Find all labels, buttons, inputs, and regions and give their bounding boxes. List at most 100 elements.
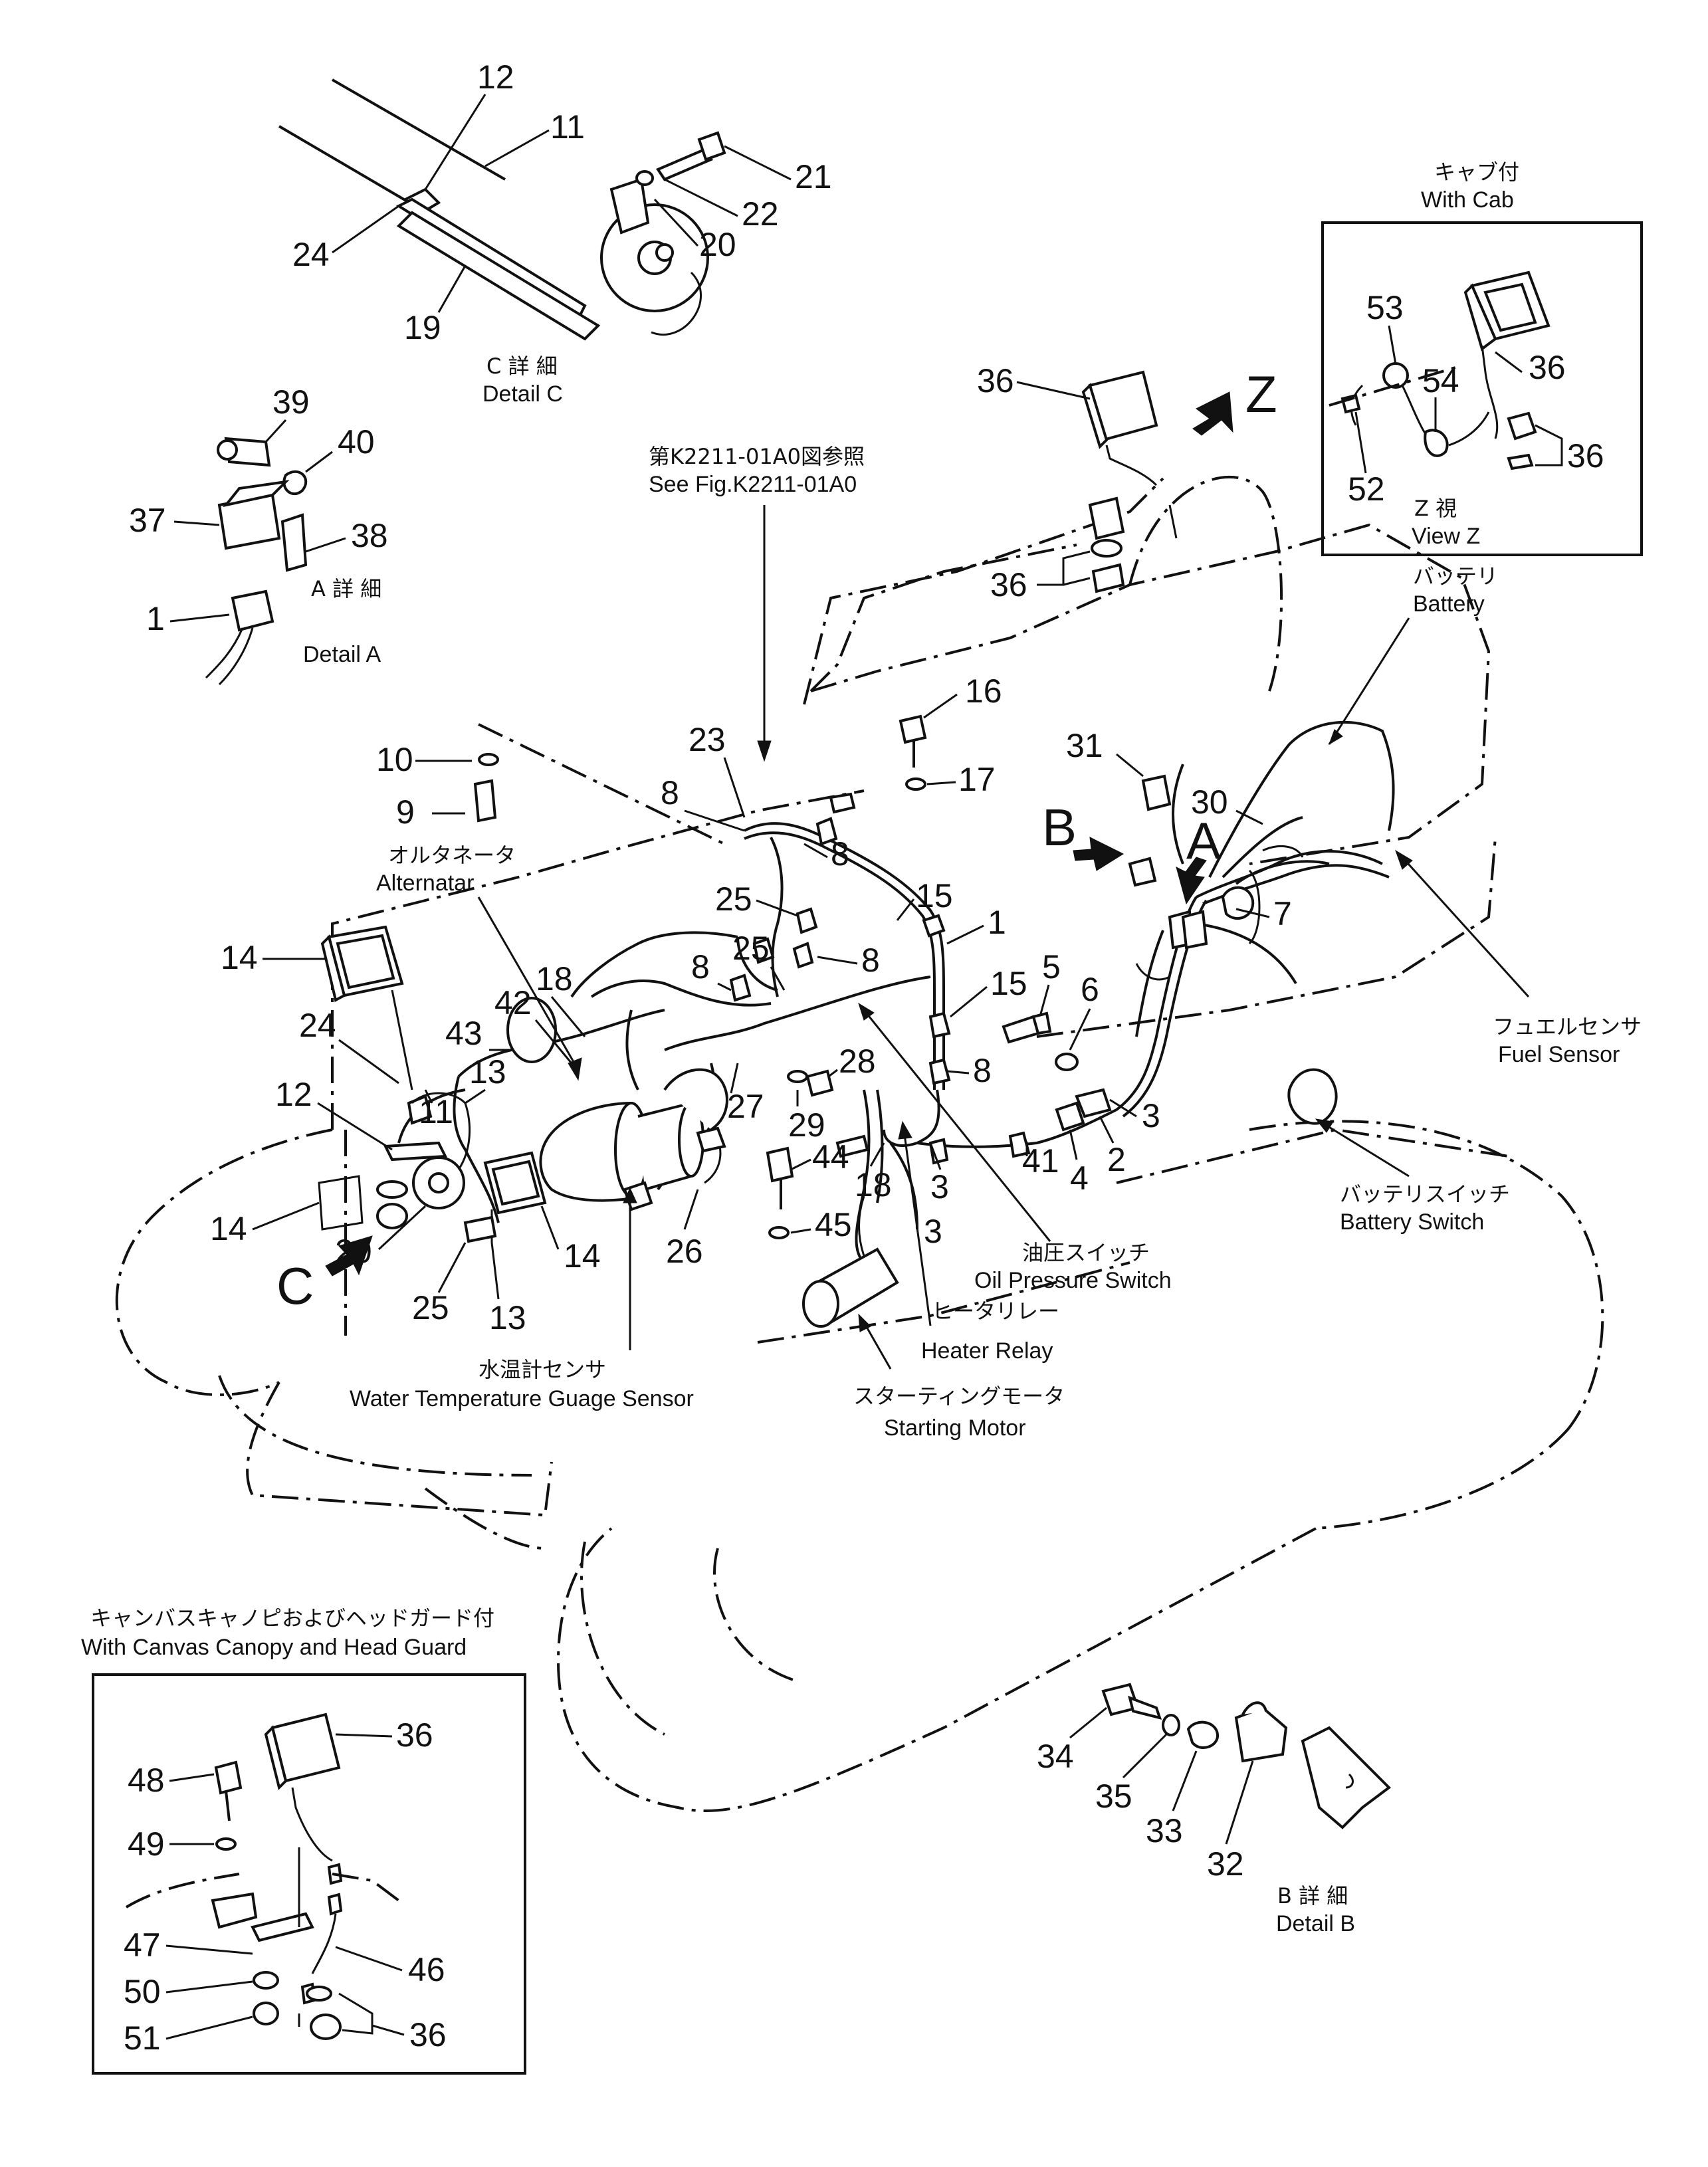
view-z-panel: キャブ付 With Cab bbox=[1321, 159, 1643, 556]
callout-29: 29 bbox=[788, 1106, 825, 1144]
callout-18-a: 18 bbox=[536, 960, 573, 997]
callout-47: 47 bbox=[124, 1926, 161, 1964]
callout-28: 28 bbox=[839, 1043, 876, 1080]
callout-9: 9 bbox=[396, 793, 415, 831]
callout-3-a: 3 bbox=[930, 1168, 949, 1205]
callout-14-a: 14 bbox=[221, 939, 258, 976]
callout-36-canopy-nut: 36 bbox=[409, 2016, 447, 2053]
callout-44: 44 bbox=[812, 1138, 849, 1176]
canopy-title-jp: キャンバスキャノピおよびヘッドガード付 bbox=[90, 1605, 494, 1631]
callout-8-e: 8 bbox=[973, 1052, 992, 1089]
battery-switch-part bbox=[1135, 869, 1261, 981]
detail-b-title-en: Detail B bbox=[1276, 1911, 1355, 1936]
callout-20-main: 20 bbox=[335, 1233, 372, 1270]
view-z-frame bbox=[1321, 221, 1643, 556]
harness-clamps bbox=[729, 792, 1112, 1165]
callout-15-b: 15 bbox=[990, 965, 1027, 1002]
callout-51: 51 bbox=[124, 2019, 161, 2057]
detail-a-relay-assembly bbox=[205, 437, 308, 686]
callout-13-b: 13 bbox=[489, 1299, 526, 1336]
callout-12: 12 bbox=[477, 58, 514, 96]
callout-30: 30 bbox=[1191, 783, 1228, 821]
oil-pressure-label-jp: 油圧スイッチ bbox=[1022, 1240, 1150, 1265]
oil-pressure-label-en: Oil Pressure Switch bbox=[974, 1268, 1172, 1293]
view-z-title-jp: Z 視 bbox=[1414, 496, 1457, 521]
callout-25-b: 25 bbox=[732, 930, 770, 967]
callout-36-nut: 36 bbox=[990, 566, 1027, 603]
cab-lamp-callouts: 36 36 Z bbox=[977, 362, 1277, 603]
callout-50: 50 bbox=[124, 1973, 161, 2010]
see-fig-en: See Fig.K2211-01A0 bbox=[649, 472, 857, 497]
left-work-lamp bbox=[320, 925, 547, 1243]
callout-3-c: 3 bbox=[924, 1213, 942, 1250]
see-fig-reference: 第K2211-01A0図参照 See Fig.K2211-01A0 bbox=[649, 444, 865, 762]
callout-11: 11 bbox=[550, 108, 585, 146]
detail-c-title-jp: C 詳 細 bbox=[486, 354, 558, 379]
callout-34: 34 bbox=[1037, 1738, 1074, 1775]
main-callouts: 16 17 23 8 8 10 9 31 30 25 15 1 7 14 25 bbox=[210, 672, 1292, 1336]
callout-33: 33 bbox=[1146, 1812, 1183, 1849]
canopy-frame bbox=[92, 1673, 526, 2075]
callout-6: 6 bbox=[1081, 971, 1099, 1008]
battery-label: バッテリ Battery bbox=[1328, 564, 1498, 746]
callout-42: 42 bbox=[494, 984, 532, 1021]
callout-13-a: 13 bbox=[469, 1053, 506, 1090]
detail-a-title-jp: A 詳 細 bbox=[311, 576, 381, 601]
detail-c-horn-assembly bbox=[278, 78, 726, 341]
starting-motor-part bbox=[802, 1195, 899, 1328]
callout-36-z-bottom: 36 bbox=[1567, 437, 1604, 474]
callout-38: 38 bbox=[351, 517, 388, 554]
alternator-label-jp: オルタネータ bbox=[388, 843, 516, 868]
arrow-c bbox=[325, 1235, 373, 1277]
callout-32: 32 bbox=[1207, 1845, 1244, 1883]
water-temp-label-en: Water Temperature Guage Sensor bbox=[350, 1386, 694, 1411]
callout-14-c: 14 bbox=[564, 1237, 601, 1275]
callout-53: 53 bbox=[1366, 289, 1404, 326]
detail-b-callouts: 34 35 33 32 B 詳 細 Detail B bbox=[1037, 1706, 1355, 1936]
arrow-b bbox=[1073, 837, 1124, 871]
with-cab-jp: キャブ付 bbox=[1434, 159, 1519, 185]
starting-motor-label-en: Starting Motor bbox=[884, 1415, 1026, 1441]
canopy-title-en: With Canvas Canopy and Head Guard bbox=[81, 1635, 467, 1660]
battery-label-jp: バッテリ bbox=[1413, 564, 1498, 589]
arrow-b-label: B bbox=[1042, 798, 1077, 857]
callout-48: 48 bbox=[128, 1762, 165, 1799]
arrow-c-label: C bbox=[276, 1257, 314, 1315]
callout-36-z-top: 36 bbox=[1529, 349, 1566, 386]
callout-24: 24 bbox=[292, 236, 330, 273]
callout-17: 17 bbox=[958, 761, 996, 798]
callout-52: 52 bbox=[1348, 470, 1385, 508]
with-cab-en: With Cab bbox=[1421, 187, 1514, 213]
callout-27: 27 bbox=[727, 1088, 764, 1125]
callout-39: 39 bbox=[272, 383, 310, 421]
callout-26: 26 bbox=[666, 1233, 703, 1270]
callout-23: 23 bbox=[689, 721, 726, 758]
callout-19: 19 bbox=[404, 309, 441, 346]
view-z-callouts: 53 54 36 36 52 Z 視 View Z bbox=[1348, 289, 1604, 549]
callout-37: 37 bbox=[129, 502, 166, 539]
heater-relay-label-en: Heater Relay bbox=[921, 1338, 1053, 1364]
callout-2: 2 bbox=[1107, 1141, 1126, 1178]
callout-43: 43 bbox=[445, 1015, 482, 1052]
callout-10: 10 bbox=[376, 741, 413, 778]
detail-a-callouts: 39 40 37 38 1 A 詳 細 Detail A bbox=[129, 383, 388, 667]
callout-21: 21 bbox=[795, 158, 832, 195]
canopy-callouts: 36 48 49 47 46 50 51 36 bbox=[124, 1716, 447, 2057]
water-temp-label-jp: 水温計センサ bbox=[479, 1357, 606, 1382]
fuel-sensor-label-en: Fuel Sensor bbox=[1498, 1042, 1620, 1067]
callout-8-d: 8 bbox=[861, 942, 880, 979]
wiring-harness: B A C bbox=[276, 720, 1395, 1328]
callout-1-main: 1 bbox=[988, 904, 1006, 941]
callout-8-a: 8 bbox=[661, 774, 679, 811]
battery-switch-label-en: Battery Switch bbox=[1340, 1209, 1484, 1235]
callout-54: 54 bbox=[1422, 362, 1459, 399]
alternator-label-en: Alternatar bbox=[376, 871, 474, 896]
detail-c-title-en: Detail C bbox=[482, 381, 563, 407]
fuel-sensor-label-jp: フュエルセンサ bbox=[1493, 1014, 1642, 1039]
callout-25-a: 25 bbox=[715, 880, 752, 918]
starting-motor-label-jp: スターティングモータ bbox=[853, 1384, 1065, 1409]
detail-c-callouts: 12 11 21 22 20 24 19 C 詳 細 Detail C bbox=[292, 58, 832, 407]
callout-3-b: 3 bbox=[1142, 1097, 1160, 1134]
